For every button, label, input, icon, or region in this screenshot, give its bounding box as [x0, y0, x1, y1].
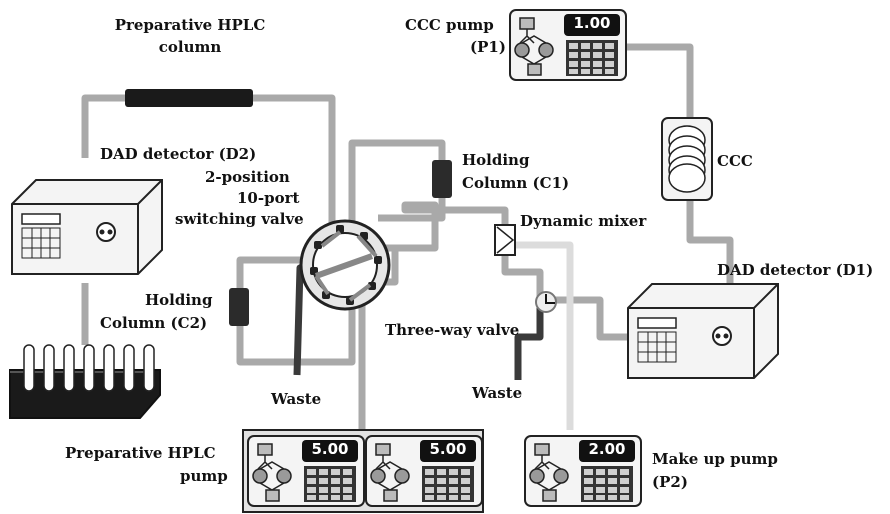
- ccc-pump-display: 1.00: [573, 14, 610, 32]
- label-three-way-valve: Three-way valve: [385, 321, 519, 339]
- make-up-pump-p2: 2.00 Make up pump (P2): [524, 435, 778, 507]
- dad-detector-d1: DAD detector (D1): [627, 261, 873, 379]
- make-up-pump-display: 2.00: [588, 440, 625, 458]
- dynamic-mixer: Dynamic mixer: [494, 212, 647, 256]
- label-c1-line2: Column (C1): [462, 174, 569, 192]
- label-dad-d2: DAD detector (D2): [100, 145, 256, 163]
- prep-pump-b-display: 5.00: [429, 440, 466, 458]
- label-dad-d1: DAD detector (D1): [717, 261, 873, 279]
- label-prep-column-line2: column: [159, 38, 222, 56]
- ccc-pump-p1: 1.00 CCC pump (P1): [405, 9, 627, 81]
- dad-detector-d2: DAD detector (D2): [11, 145, 256, 275]
- switching-valve: 2-position 10-port switching valve: [175, 168, 391, 311]
- label-c1-line1: Holding: [462, 151, 530, 169]
- prep-hplc-pump: 5.00 5.00 Preparative HPLC pump: [65, 429, 484, 513]
- fraction-collector: [9, 344, 161, 419]
- label-ccc: CCC: [717, 152, 753, 170]
- label-valve-line3: switching valve: [175, 210, 304, 228]
- ccc-unit: CCC: [661, 117, 753, 201]
- label-ccc-pump-line1: CCC pump: [405, 16, 494, 34]
- label-make-up-pump-line1: Make up pump: [652, 450, 778, 468]
- label-valve-line1: 2-position: [205, 168, 290, 186]
- label-c2-line1: Holding: [145, 291, 213, 309]
- label-make-up-pump-line2: (P2): [652, 473, 688, 491]
- label-prep-pump-line1: Preparative HPLC: [65, 444, 216, 462]
- label-prep-pump-line2: pump: [180, 467, 228, 485]
- three-way-valve: Three-way valve: [385, 291, 557, 339]
- holding-column-c1: Holding Column (C1): [432, 151, 569, 198]
- prep-hplc-column: Preparative HPLC column: [115, 16, 266, 107]
- label-ccc-pump-line2: (P1): [470, 38, 506, 56]
- label-waste-left: Waste: [270, 390, 321, 408]
- holding-column-c2: Holding Column (C2): [100, 288, 249, 332]
- label-dynamic-mixer: Dynamic mixer: [520, 212, 647, 230]
- label-prep-column-line1: Preparative HPLC: [115, 16, 266, 34]
- label-waste-right: Waste: [471, 384, 522, 402]
- label-valve-line2: 10-port: [237, 189, 299, 207]
- label-c2-line2: Column (C2): [100, 314, 207, 332]
- prep-pump-a-display: 5.00: [311, 440, 348, 458]
